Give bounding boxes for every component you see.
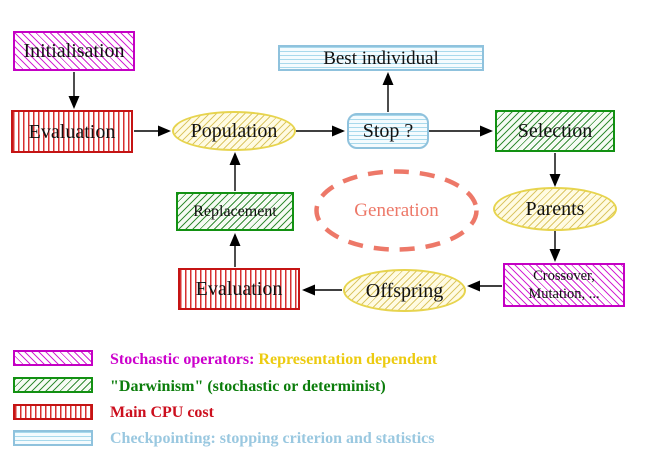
node-offspring-label: Offspring [365, 279, 444, 302]
node-offspring: Offspring [343, 269, 466, 312]
node-replacement: Replacement [176, 192, 294, 231]
node-stop-label: Stop ? [362, 120, 414, 142]
node-mutation-label: Mutation, ... [528, 286, 600, 302]
node-crossover-label: Crossover, [533, 267, 595, 284]
generation-dashed-ellipse [314, 169, 479, 252]
node-evaluation-top: Evaluation [11, 110, 133, 153]
node-population-label: Population [190, 120, 278, 142]
legend-swatch-stochastic-operators [13, 350, 93, 366]
node-parents: Parents [493, 187, 617, 231]
node-best-individual-label: Best individual [323, 47, 439, 69]
node-stop: Stop ? [347, 113, 429, 149]
node-selection: Selection [495, 110, 615, 152]
legend-label-darwinism: "Darwinism" (stochastic or determinist) [110, 378, 386, 395]
node-replacement-label: Replacement [193, 202, 277, 220]
legend-label-stochastic: Stochastic operators: [110, 351, 255, 368]
legend-label-cpu-cost: Main CPU cost [110, 404, 214, 421]
legend-text-stochastic-operators: Stochastic operators: Representation dep… [110, 351, 437, 369]
node-generation-label: Generation [354, 200, 439, 221]
legend-label-checkpointing: Checkpointing: stopping criterion and st… [110, 430, 435, 447]
node-initialisation-label: Initialisation [23, 40, 125, 62]
node-generation: Generation [313, 168, 480, 253]
node-evaluation-bottom-label: Evaluation [195, 278, 283, 300]
node-initialisation: Initialisation [13, 31, 135, 71]
legend-swatch-cpu-cost [13, 404, 93, 420]
node-selection-label: Selection [517, 120, 593, 142]
node-population: Population [172, 111, 296, 151]
legend-swatch-darwinism [13, 377, 93, 393]
node-evaluation-bottom: Evaluation [178, 268, 300, 310]
legend-label-representation: Representation dependent [258, 351, 438, 368]
node-parents-label: Parents [525, 198, 585, 220]
node-crossover-mutation: Crossover, Mutation, ... [503, 263, 625, 307]
node-evaluation-top-label: Evaluation [28, 120, 116, 143]
node-best-individual: Best individual [278, 45, 484, 71]
legend-swatch-checkpointing [13, 430, 93, 446]
